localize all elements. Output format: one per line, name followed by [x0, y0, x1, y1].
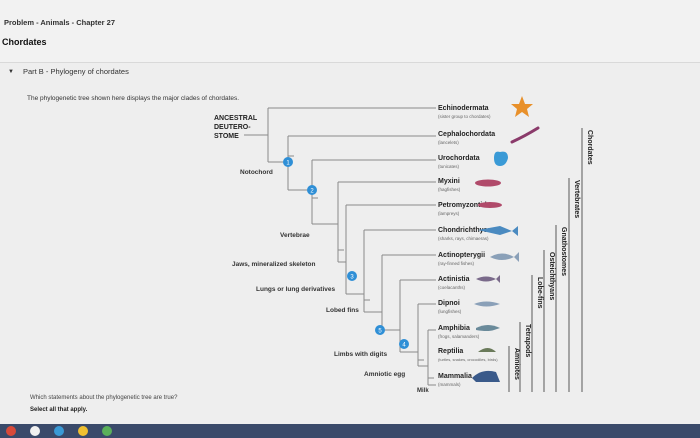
taxon-urochordata: Urochordata (tunicates) [438, 155, 480, 169]
clade-amniotes: Amniotes [513, 348, 520, 380]
taxon-sub: (lungfishes) [438, 309, 462, 314]
clade-tetrapods: Tetrapods [524, 324, 531, 357]
node-4-label: 4 [402, 343, 406, 349]
node-3[interactable]: 3 [347, 271, 357, 281]
taxon-actinistia: Actinistia (coelacanths) [438, 276, 470, 290]
starfish-icon [511, 96, 533, 117]
root-label-2: DEUTERO- [214, 124, 251, 131]
trait-lobed-fins: Lobed fins [326, 307, 359, 314]
trait-notochord: Notochord [240, 169, 273, 176]
clade-lobe-fins: Lobe-fins [536, 277, 543, 309]
taxon-dipnoi: Dipnoi (lungfishes) [438, 300, 462, 314]
node-4[interactable]: 4 [399, 339, 409, 349]
trait-milk: Milk [417, 388, 429, 394]
taskbar [0, 424, 700, 438]
taxon-mammalia: Mammalia (mammals) [438, 373, 472, 387]
taxon-sub: (lampreys) [438, 211, 460, 216]
taxon-sub: (turtles, snakes, crocodiles, birds) [438, 357, 498, 362]
shark-icon [478, 226, 518, 236]
taxon-sub: (tunicates) [438, 164, 460, 169]
taxon-actinopterygii: Actinopterygii (ray-finned fishes) [438, 252, 485, 266]
taskbar-app-icon[interactable] [78, 426, 88, 436]
taxon-cephalochordata: Cephalochordata (lancelets) [438, 131, 495, 145]
node-1-label: 1 [286, 161, 290, 167]
lamprey-icon [478, 202, 502, 208]
taxon-sub: (lancelets) [438, 140, 459, 145]
trait-amniotic-egg: Amniotic egg [364, 371, 405, 378]
intro-text: The phylogenetic tree shown here display… [27, 95, 240, 102]
breadcrumb[interactable]: Problem - Animals - Chapter 27 [4, 18, 115, 27]
ray-finned-fish-icon [490, 252, 519, 262]
question-text: Which statements about the phylogenetic … [30, 395, 178, 401]
taxon-chondrichthyes: Chondrichthyes (sharks, rays, chimaeras) [438, 227, 491, 241]
clade-osteichthyans: Osteichthyans [548, 252, 555, 300]
taxon-sub: (sharks, rays, chimaeras) [438, 236, 489, 241]
taxon-name: Actinistia [438, 276, 470, 283]
tunicate-icon [494, 151, 508, 166]
node-3-label: 3 [350, 275, 354, 281]
trait-jaws: Jaws, mineralized skeleton [232, 261, 315, 268]
node-2[interactable]: 2 [307, 185, 317, 195]
node-2-label: 2 [310, 189, 314, 195]
taxon-name: Petromyzontida [438, 202, 491, 209]
node-5[interactable]: 5 [375, 325, 385, 335]
lungfish-icon [474, 301, 500, 307]
taxon-petromyzontida: Petromyzontida (lampreys) [438, 202, 491, 216]
page-title: Chordates [2, 37, 47, 47]
mammal-icon [472, 370, 500, 382]
trait-vertebrae: Vertebrae [280, 232, 310, 239]
part-label: Part B - Phylogeny of chordates [22, 67, 129, 76]
taskbar-app-icon[interactable] [6, 426, 16, 436]
taxon-sub: (mammals) [438, 382, 461, 387]
taxon-sub: (sister group to chordates) [438, 114, 491, 119]
node-1[interactable]: 1 [283, 157, 293, 167]
clade-chordates: Chordates [586, 130, 593, 165]
taskbar-app-icon[interactable] [54, 426, 64, 436]
organism-illustrations [472, 96, 540, 382]
taxon-name: Echinodermata [438, 105, 489, 112]
taxon-sub: (ray-finned fishes) [438, 261, 475, 266]
taxon-name: Reptilia [438, 348, 463, 355]
taxon-sub: (hagfishes) [438, 187, 461, 192]
clade-vertebrates: Vertebrates [573, 180, 580, 218]
turtle-icon [478, 348, 496, 352]
hagfish-icon [475, 179, 501, 187]
part-b-toggle[interactable]: ▼ Part B - Phylogeny of chordates [8, 67, 129, 76]
salamander-icon [476, 325, 500, 331]
taxon-name: Urochordata [438, 155, 480, 162]
taxon-reptilia: Reptilia (turtles, snakes, crocodiles, b… [438, 348, 498, 362]
trait-lungs: Lungs or lung derivatives [256, 286, 335, 293]
lancelet-icon [510, 126, 540, 144]
taxon-echinodermata: Echinodermata (sister group to chordates… [438, 105, 491, 119]
taxon-name: Mammalia [438, 373, 472, 380]
header-strip [0, 0, 700, 63]
taxon-myxini: Myxini (hagfishes) [438, 178, 461, 192]
taxon-sub: (coelacanths) [438, 285, 466, 290]
taskbar-app-icon[interactable] [30, 426, 40, 436]
taxon-name: Actinopterygii [438, 252, 485, 259]
taxon-name: Cephalochordata [438, 131, 495, 138]
trait-limbs: Limbs with digits [334, 351, 387, 358]
taxon-name: Amphibia [438, 325, 470, 332]
root-label-1: ANCESTRAL [214, 115, 258, 122]
clade-gnathostomes: Gnathostomes [560, 227, 567, 276]
select-all-instruction: Select all that apply. [30, 407, 88, 413]
root-label-3: STOME [214, 133, 239, 140]
taskbar-app-icon[interactable] [102, 426, 112, 436]
taxon-name: Dipnoi [438, 300, 460, 307]
node-5-label: 5 [378, 329, 382, 335]
taxon-name: Chondrichthyes [438, 227, 491, 234]
taxon-sub: (frogs, salamanders) [438, 334, 480, 339]
clade-brackets [508, 128, 583, 392]
taxon-amphibia: Amphibia (frogs, salamanders) [438, 325, 480, 339]
chevron-down-icon[interactable]: ▼ [8, 68, 14, 75]
taxon-name: Myxini [438, 178, 460, 185]
coelacanth-icon [476, 275, 500, 283]
